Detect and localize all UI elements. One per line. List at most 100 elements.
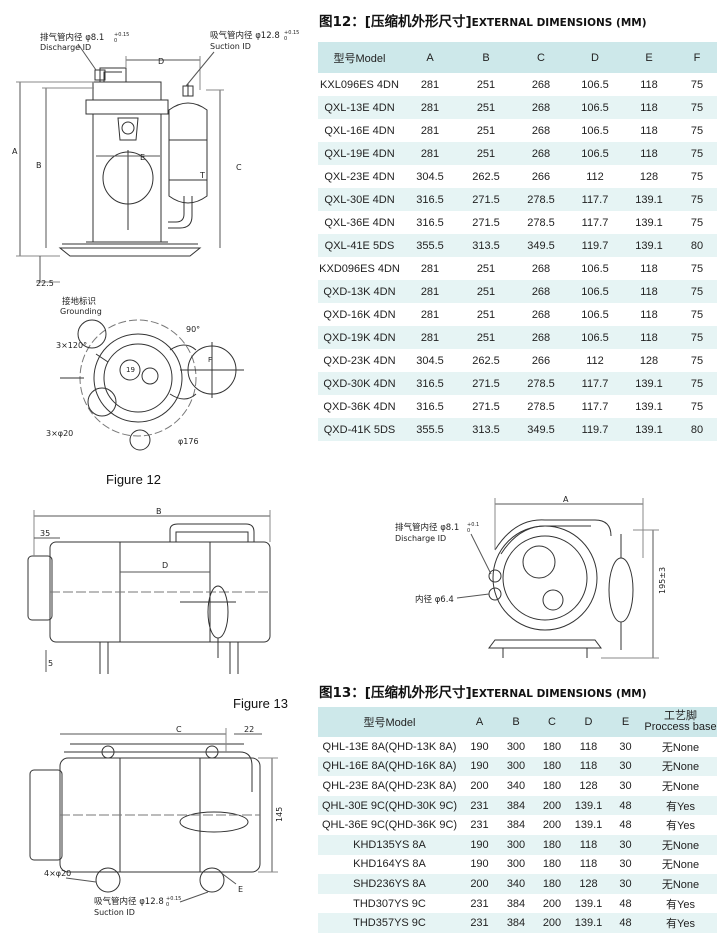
value-cell: 271.5 — [459, 211, 513, 234]
fig13-dim-c: C — [176, 725, 182, 734]
value-cell: 75 — [677, 119, 717, 142]
table12-title-cn: 图12：[压缩机外形尺寸] — [319, 14, 472, 30]
model-cell: THD307YS 9C — [318, 893, 461, 914]
value-cell: 106.5 — [569, 280, 621, 303]
value-cell: 139.1 — [621, 211, 677, 234]
fig12-discharge-label: 排气管内径 φ8.1 — [40, 32, 104, 43]
value-cell: 106.5 — [569, 119, 621, 142]
value-cell: 180 — [534, 834, 570, 855]
value-cell: 268 — [513, 96, 569, 119]
model-cell: KHD164YS 8A — [318, 854, 461, 875]
value-cell: 118 — [621, 257, 677, 280]
value-cell: 355.5 — [401, 234, 459, 257]
value-cell: 106.5 — [569, 326, 621, 349]
grounding-label-en: Grounding — [60, 307, 102, 316]
value-cell: 48 — [607, 913, 644, 933]
model-cell: QXL-13E 4DN — [318, 96, 401, 119]
value-cell: 281 — [401, 257, 459, 280]
value-cell: 384 — [498, 913, 534, 933]
model-cell: QXD-41K 5DS — [318, 418, 401, 441]
fig13-end-view-drawing: A 排气管内径 φ8.1 +0.1 0 Discharge ID 内径 φ6.4… — [395, 495, 667, 659]
value-cell: 75 — [677, 257, 717, 280]
model-cell: QXL-41E 5DS — [318, 234, 401, 257]
table13-title: 图13：[压缩机外形尺寸]EXTERNAL DIMENSIONS (MM) — [319, 681, 647, 701]
value-cell: 278.5 — [513, 211, 569, 234]
value-cell: 271.5 — [459, 372, 513, 395]
value-cell: 200 — [534, 893, 570, 914]
value-cell: 139.1 — [570, 815, 607, 835]
value-cell: 有Yes — [644, 913, 717, 933]
value-cell: 266 — [513, 349, 569, 372]
value-cell: 118 — [570, 756, 607, 777]
value-cell: 119.7 — [569, 418, 621, 441]
model-cell: QHL-30E 9C(QHD-30K 9C) — [318, 795, 461, 816]
model-cell: QXL-36E 4DN — [318, 211, 401, 234]
value-cell: 180 — [534, 756, 570, 777]
value-cell: 200 — [461, 874, 498, 894]
value-cell: 48 — [607, 795, 644, 816]
value-cell: 80 — [677, 234, 717, 257]
model-cell: QXD-30K 4DN — [318, 372, 401, 395]
fig13-discharge-tolerance-lower: 0 — [467, 528, 470, 534]
compressor-shell-top — [93, 333, 183, 423]
fig12-discharge-tolerance-lower: 0 — [114, 38, 117, 44]
value-cell: 118 — [570, 854, 607, 875]
value-cell: 无None — [644, 874, 717, 894]
fig12-dim-c: C — [236, 163, 242, 172]
value-cell: 251 — [459, 73, 513, 96]
fig13-dim-d: D — [162, 561, 168, 570]
value-cell: 112 — [569, 165, 621, 188]
value-cell: 75 — [677, 372, 717, 395]
value-cell: 262.5 — [459, 349, 513, 372]
value-cell: 304.5 — [401, 349, 459, 372]
figure-12-label: Figure 12 — [106, 472, 161, 487]
value-cell: 300 — [498, 834, 534, 855]
fig12-suction-tolerance: +0.15 — [284, 30, 299, 36]
value-cell: 128 — [570, 874, 607, 894]
value-cell: 139.1 — [621, 372, 677, 395]
fig13-suction-label: 吸气管内径 φ12.8 — [94, 896, 164, 907]
value-cell: 313.5 — [459, 234, 513, 257]
value-cell: 有Yes — [644, 893, 717, 914]
value-cell: 106.5 — [569, 257, 621, 280]
value-cell: 139.1 — [621, 188, 677, 211]
fig13-bottom-view-drawing: C 22 145 E 4×φ20 吸气管内径 φ12.8 +0.15 0 Suc… — [29, 725, 284, 917]
model-cell: KHD135YS 8A — [318, 834, 461, 855]
value-cell: 139.1 — [621, 418, 677, 441]
value-cell: 128 — [570, 776, 607, 796]
value-cell: 268 — [513, 119, 569, 142]
table13-header-e: E — [607, 707, 644, 737]
value-cell: 30 — [607, 834, 644, 855]
value-cell: 349.5 — [513, 418, 569, 441]
value-cell: 384 — [498, 795, 534, 816]
value-cell: 无None — [644, 834, 717, 855]
hole-4x20: 4×φ20 — [44, 869, 71, 878]
value-cell: 190 — [461, 756, 498, 777]
value-cell: 139.1 — [570, 893, 607, 914]
model-cell: QXL-23E 4DN — [318, 165, 401, 188]
value-cell: 278.5 — [513, 188, 569, 211]
value-cell: 268 — [513, 73, 569, 96]
fig13-dim-35: 35 — [40, 529, 50, 538]
model-cell: QHL-23E 8A(QHD-23K 8A) — [318, 776, 461, 796]
value-cell: 75 — [677, 211, 717, 234]
value-cell: 190 — [461, 834, 498, 855]
model-cell: QXD-13K 4DN — [318, 280, 401, 303]
value-cell: 384 — [498, 893, 534, 914]
value-cell: 190 — [461, 737, 498, 757]
fig13-discharge-label-en: Discharge ID — [395, 534, 446, 543]
fig13-discharge-label: 排气管内径 φ8.1 — [395, 522, 459, 533]
value-cell: 118 — [621, 326, 677, 349]
value-cell: 281 — [401, 73, 459, 96]
table12-header-model: 型号Model — [318, 42, 401, 73]
